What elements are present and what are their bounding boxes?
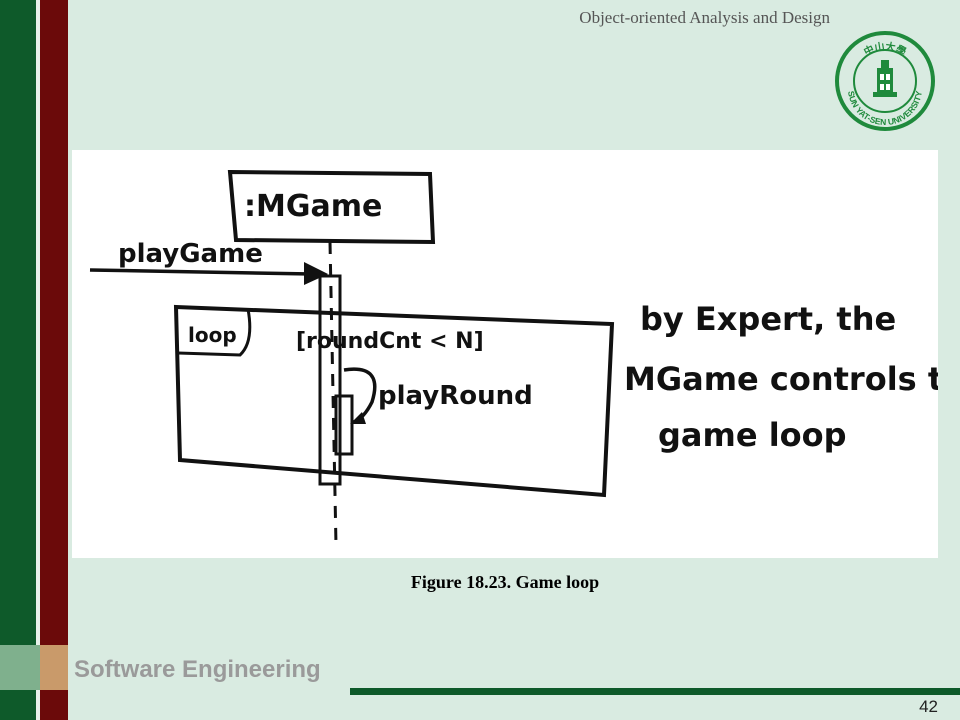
note-line-3: game loop [658, 416, 847, 454]
footer-accent-green [0, 645, 40, 690]
footer-course-label: Software Engineering [74, 656, 321, 683]
sequence-diagram-figure: :MGame playGame loop [roundCnt < N] play… [72, 150, 938, 558]
page-number: 42 [919, 697, 938, 716]
activation-bar [318, 274, 342, 486]
loop-operator-label: loop [188, 323, 237, 347]
message-arrow-line [89, 268, 313, 276]
nested-activation-bar [334, 394, 354, 456]
note-line-1: by Expert, the [640, 300, 896, 338]
self-message-arrowhead [350, 412, 366, 424]
participant-label: :MGame [244, 189, 382, 224]
left-green-bar [0, 0, 36, 720]
note-line-2: MGame controls the [624, 360, 938, 398]
message-arrowhead [304, 262, 328, 285]
loop-operator-tab [177, 308, 252, 357]
lifeline [328, 241, 338, 546]
self-message-label: playRound [378, 381, 533, 411]
guard-label: [roundCnt < N] [296, 329, 484, 354]
footer-line [350, 688, 960, 695]
figure-caption: Figure 18.23. Game loop [410, 572, 600, 592]
left-bar-gap [36, 0, 40, 720]
left-red-bar [40, 0, 68, 720]
header-title: Object-oriented Analysis and Design [579, 8, 830, 27]
loop-fragment-frame [173, 304, 615, 498]
message-label: playGame [118, 239, 263, 269]
university-seal-icon: SUN YAT-SEN UNIVERSITY 中山大學 [834, 30, 936, 132]
participant-box [227, 169, 436, 245]
footer-accent-tan [40, 645, 68, 690]
